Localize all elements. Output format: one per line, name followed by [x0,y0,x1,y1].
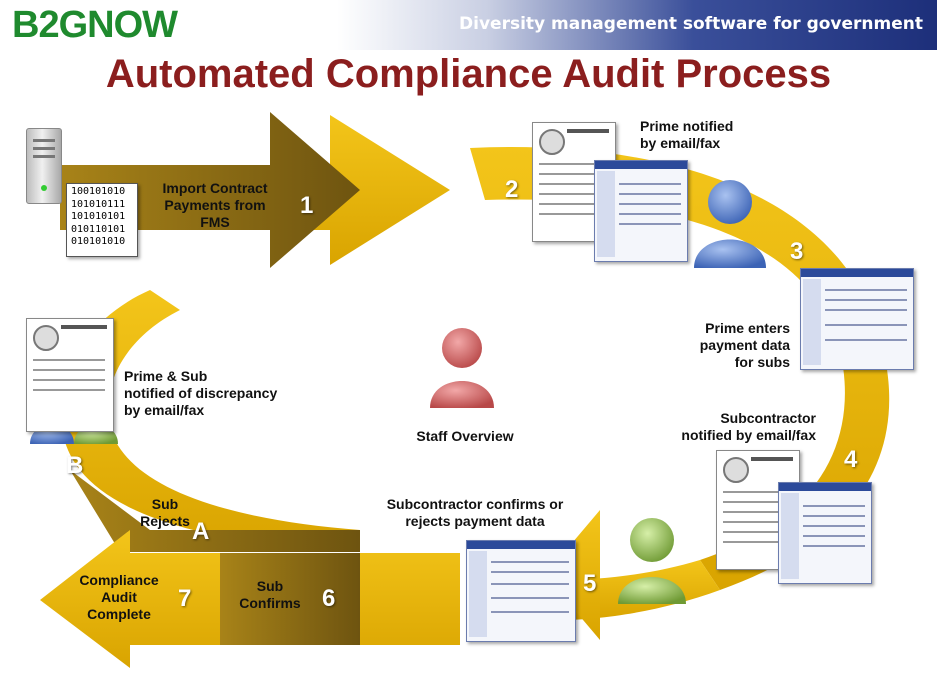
email-window [778,482,872,584]
page-title: Automated Compliance Audit Process [105,52,832,96]
step-b-letter: B [66,452,84,479]
step-6-label: Sub Confirms [239,578,301,611]
step-5-label: Subcontractor confirms or rejects paymen… [386,496,564,529]
step-7-label: Compliance Audit Complete [79,572,159,622]
person-icon [694,180,766,268]
sub-rejects-label: Sub Rejects [140,496,190,529]
person-icon [430,328,494,408]
step-6-number: 6 [322,585,336,612]
step-3-number: 3 [790,238,804,265]
sub-confirms-arrow [220,553,360,645]
discrepancy-notice-document [26,318,114,432]
step-2-label: Prime notified by email/fax [640,118,734,151]
cycle-ring [470,147,890,590]
step-a-letter: A [192,518,210,545]
confirm-payment-window [466,540,576,642]
b2gnow-logo: B2GNOW [12,4,178,46]
staff-overview-label: Staff Overview [416,428,514,444]
step-3-label: Prime enters payment data for subs [699,320,790,370]
ring-left [60,290,361,552]
discrepancy-label: Prime & Sub notified of discrepancy by e… [124,368,278,418]
step-1-number: 1 [300,192,314,219]
step-7-number: 7 [178,585,192,612]
payment-entry-window [800,268,914,370]
step-5-number: 5 [583,570,597,597]
person-icon [618,518,686,604]
step-4-label: Subcontractor notified by email/fax [681,410,816,443]
binary-data-document: 100101010 101010111 101010101 010110101 … [66,183,138,257]
step-2-number: 2 [505,176,519,203]
step-1-label: Import Contract Payments from FMS [162,180,268,230]
step-4-number: 4 [844,446,858,473]
tagline: Diversity management software for govern… [459,14,923,34]
server-icon [26,128,62,204]
header-banner: B2GNOW Diversity management software for… [0,0,937,50]
sub-rejects-arrow [70,470,360,552]
email-window [594,160,688,262]
